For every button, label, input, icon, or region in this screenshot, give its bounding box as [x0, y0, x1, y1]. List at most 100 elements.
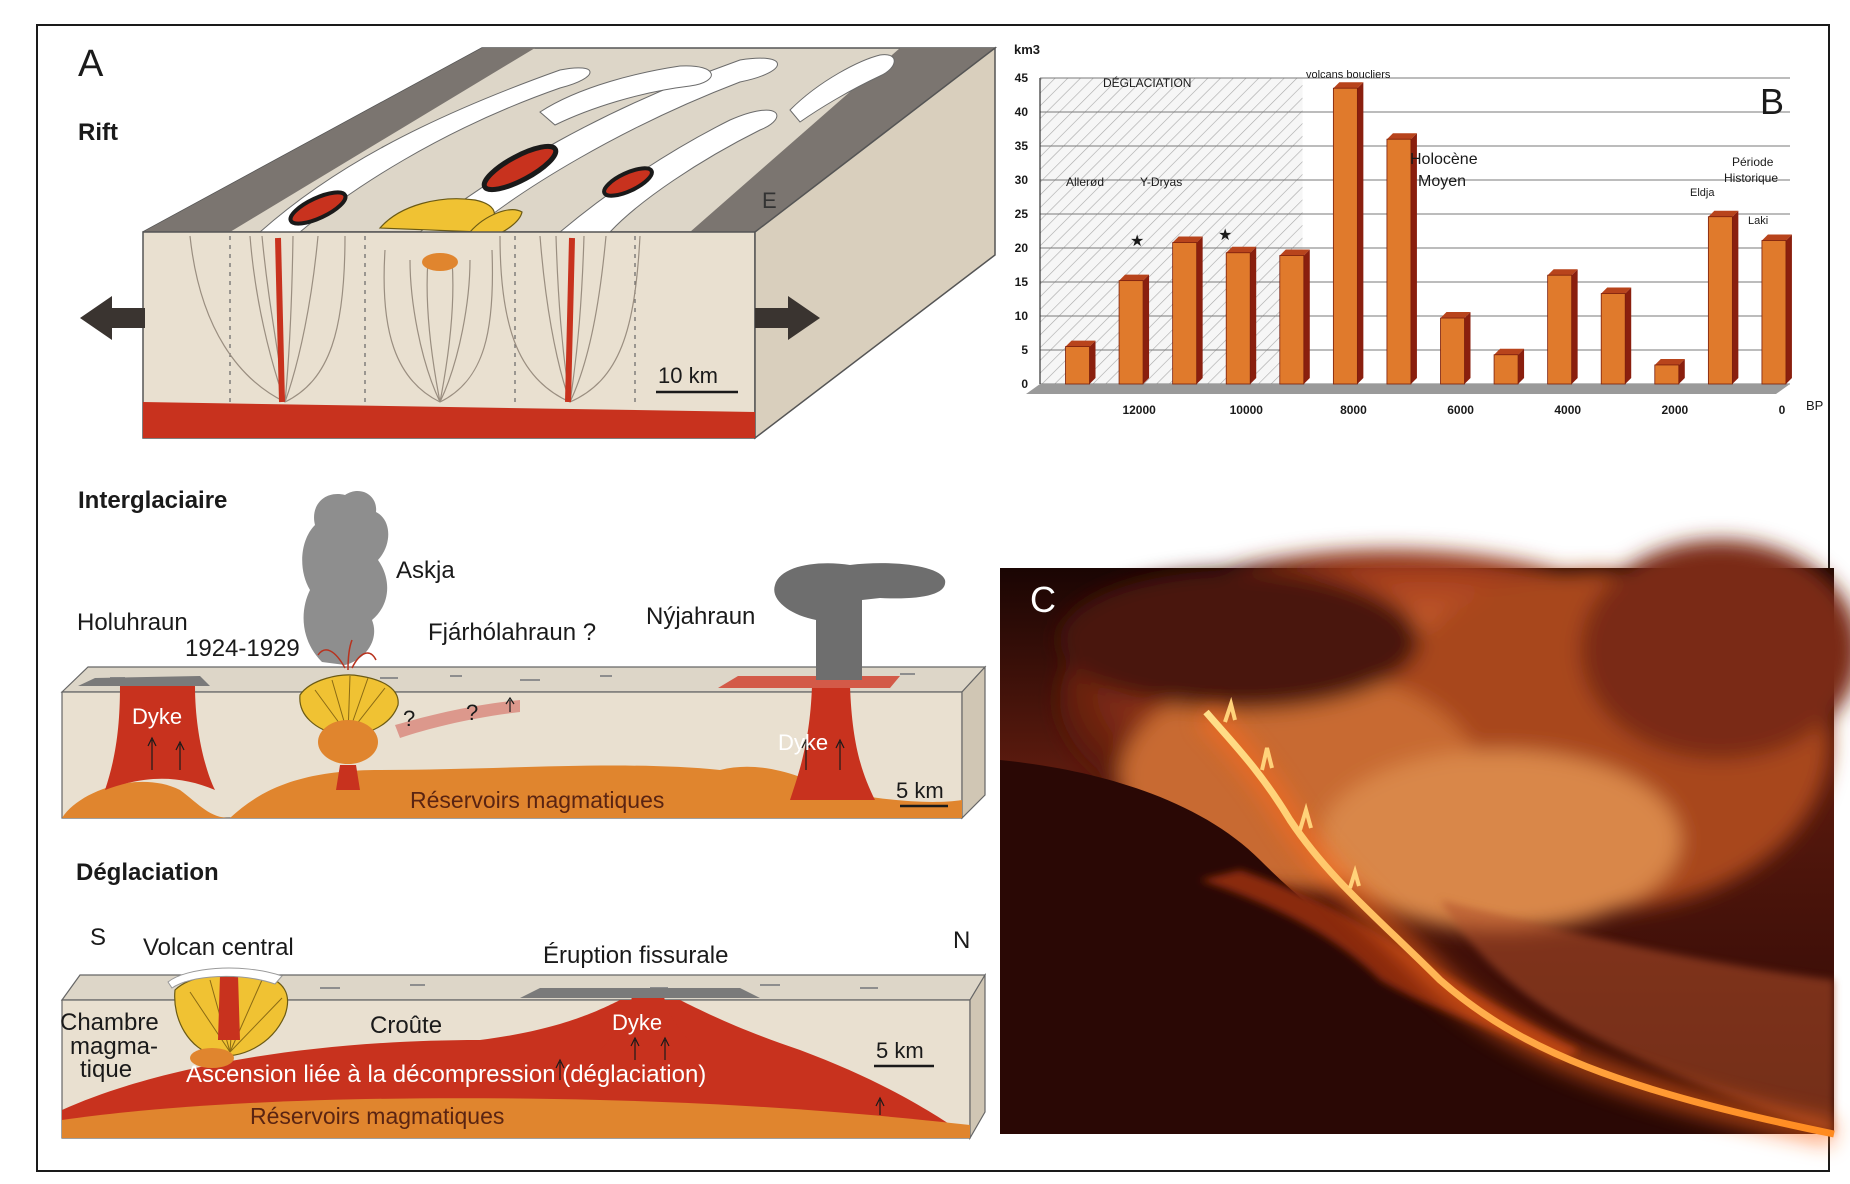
label-chamber-line-1: Chambre — [60, 1009, 159, 1036]
deglaciation-hatched-zone — [1040, 78, 1303, 384]
bar-side — [1196, 236, 1203, 384]
label-reservoirs-deglaciation: Réservoirs magmatiques — [250, 1103, 504, 1129]
bar-top — [1333, 82, 1364, 89]
bar — [1440, 312, 1471, 385]
x-axis-label: BP — [1806, 398, 1823, 413]
bar-front — [1761, 240, 1787, 385]
chart-floor — [1026, 384, 1790, 394]
bars — [1065, 82, 1792, 385]
lava-plain — [1000, 760, 1834, 1134]
rift-scale-label: 10 km — [658, 363, 718, 388]
label-chamber-line-2: magma- — [70, 1033, 158, 1060]
bar — [1332, 82, 1364, 385]
bar-side — [1303, 249, 1310, 384]
arrow-east — [755, 296, 820, 340]
lateral-sill — [395, 700, 520, 738]
rift-magma-layer — [143, 402, 755, 438]
bar — [1761, 234, 1792, 385]
askja-magma-body — [318, 720, 378, 764]
bar — [1118, 274, 1150, 385]
label-ascension: Ascension liée à la décompression (dégla… — [186, 1061, 706, 1088]
y-tick-label: 15 — [1015, 275, 1029, 289]
rift-title: Rift — [78, 119, 118, 146]
magma-chamber-rift — [422, 253, 458, 271]
bar — [1172, 236, 1203, 385]
askja-feeder — [336, 765, 360, 790]
deglaciation-reservoir — [62, 1098, 970, 1138]
holuhraun-lava — [78, 676, 210, 686]
label-laki: Laki — [1748, 215, 1768, 227]
x-tick-label: 6000 — [1447, 403, 1474, 417]
x-tick-label: 12000 — [1122, 403, 1156, 417]
lava-field-2 — [481, 143, 559, 193]
label-dyke-right: Dyke — [778, 730, 828, 755]
bar-top — [1386, 133, 1417, 140]
y-tick-label: 45 — [1015, 71, 1029, 85]
label-nyjahraun: Nýjahraun — [646, 603, 755, 630]
bar-front — [1225, 252, 1251, 385]
lava-field-3 — [602, 166, 654, 198]
bar — [1493, 348, 1525, 385]
deglaciation-side — [969, 972, 986, 1141]
fissure-swarm-5 — [789, 54, 895, 123]
label-allerod: Allerød — [1066, 175, 1104, 189]
central-volcano-ice — [167, 967, 283, 989]
dyke-red-left — [275, 237, 285, 403]
bar — [1279, 249, 1310, 385]
interglacial-scale-label: 5 km — [896, 778, 944, 803]
y-tick-label: 20 — [1015, 241, 1029, 255]
label-dyke-fissure: Dyke — [612, 1010, 662, 1035]
bar-top — [1547, 269, 1578, 276]
star-left: ★ — [1130, 233, 1144, 250]
y-tick-label: 10 — [1015, 309, 1029, 323]
fissure-lava-flow — [520, 988, 760, 998]
bar-top — [1761, 234, 1792, 241]
bar-front — [1386, 138, 1412, 385]
y-tick-label: 0 — [1021, 377, 1028, 391]
bar-side — [1518, 348, 1525, 384]
label-fjarholahraun: Fjárhólahraun ? — [428, 619, 596, 646]
bar — [1225, 246, 1257, 385]
label-question-1: ? — [403, 706, 415, 731]
label-years: 1924-1929 — [185, 635, 300, 662]
x-tick-label: 2000 — [1662, 403, 1689, 417]
deglaciation-title: Déglaciation — [76, 859, 219, 886]
dyke-swarm-right — [499, 235, 641, 403]
bar — [1600, 287, 1632, 385]
label-holuhraun: Holuhraun — [77, 609, 188, 636]
bar-front — [1279, 255, 1305, 385]
bar-front — [1332, 87, 1358, 385]
bar-front — [1493, 354, 1519, 385]
fissure-fountains — [1223, 696, 1361, 889]
bar-top — [1172, 236, 1203, 243]
bar-front — [1707, 216, 1733, 385]
bar-top — [1708, 210, 1739, 217]
interglacial-side — [961, 665, 986, 820]
bar-top — [1226, 246, 1257, 253]
bar — [1707, 210, 1739, 385]
bar — [1547, 269, 1578, 385]
bar-side — [1678, 358, 1685, 384]
bar-side — [1625, 287, 1632, 384]
dyke-fissure — [600, 996, 700, 1050]
bar-side — [1732, 210, 1739, 384]
bar — [1065, 340, 1096, 385]
bar-side — [1143, 274, 1150, 384]
askja-plume — [302, 491, 389, 665]
dyke-holuhraun — [105, 686, 215, 790]
x-tick-label: 8000 — [1340, 403, 1367, 417]
dyke-nyjahraun — [790, 686, 875, 800]
bar-front — [1600, 293, 1626, 385]
label-holocene-2: Moyen — [1418, 173, 1466, 190]
label-askja: Askja — [396, 557, 455, 584]
central-volcano-conduit — [218, 975, 240, 1040]
label-fissure-eruption: Éruption fissurale — [543, 942, 728, 969]
bar-top — [1601, 287, 1632, 294]
deglaciation-scale-label: 5 km — [876, 1038, 924, 1063]
nyjahraun-lava — [718, 676, 900, 688]
label-historic-1: Période — [1732, 155, 1774, 169]
bar-front — [1547, 274, 1573, 385]
